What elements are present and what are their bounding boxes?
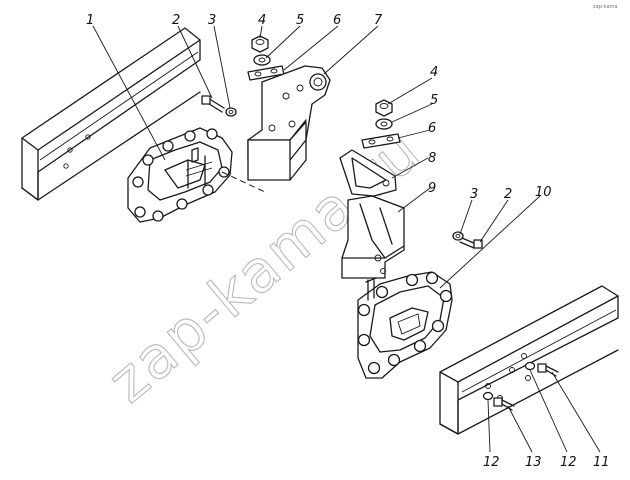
callout-6-center: 6 [428, 121, 436, 136]
right-frame-rail [439, 285, 619, 435]
nut-4-center [375, 99, 393, 117]
callout-2: 2 [172, 13, 180, 28]
callout-11: 11 [593, 455, 610, 470]
right-bracket-assembly [357, 271, 453, 379]
washer-12-right [524, 361, 536, 371]
washer-3-upper [225, 107, 237, 117]
callout-6: 6 [333, 13, 341, 28]
callout-5: 5 [296, 13, 304, 28]
callout-7: 7 [374, 13, 383, 28]
assembly-guide-line [221, 171, 266, 193]
callout-4: 4 [258, 13, 266, 28]
callout-10: 10 [535, 185, 552, 200]
callout-3-center: 3 [470, 187, 478, 202]
callout-1: 1 [86, 13, 94, 28]
plate-6-center [361, 133, 401, 149]
bracket-9 [341, 195, 405, 279]
callout-9: 9 [428, 181, 436, 196]
callout-8: 8 [428, 151, 436, 166]
callout-12-right: 12 [560, 455, 577, 470]
bolt-11 [537, 363, 559, 377]
callout-4-center: 4 [430, 65, 438, 80]
washer-12-left [482, 391, 494, 401]
bolt-2-upper [201, 95, 225, 113]
nut-4-upper [251, 35, 269, 53]
washer-3-center [452, 231, 464, 241]
callout-13: 13 [525, 455, 542, 470]
corner-mark: zap-kama [593, 4, 617, 10]
callout-3: 3 [208, 13, 216, 28]
triangular-plate-8 [339, 149, 397, 197]
bolt-2-center [459, 237, 483, 249]
callout-2-center: 2 [504, 187, 512, 202]
leader-lines [92, 25, 601, 453]
callout-5-center: 5 [430, 93, 438, 108]
bolt-13 [493, 397, 515, 411]
callout-labels: 1 2 3 4 5 6 7 4 5 6 8 9 3 2 10 12 13 12 … [86, 13, 610, 470]
left-bracket-assembly [127, 127, 233, 223]
callout-12-left: 12 [483, 455, 500, 470]
bracket-7 [247, 65, 331, 181]
washer-5-center [375, 118, 393, 130]
left-frame-rail [21, 27, 201, 201]
